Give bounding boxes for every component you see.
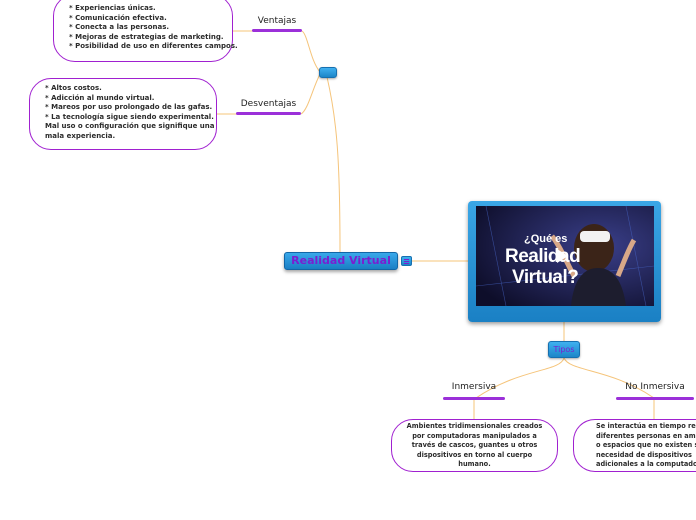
no-inmersiva-text-line: diferentes personas en ambi xyxy=(596,431,696,440)
no-inmersiva-note: Se interactúa en tiempo real diferentes … xyxy=(573,419,696,472)
desventajas-item: * La tecnología sigue siendo experimenta… xyxy=(45,112,214,121)
ventajas-note: * Experiencias únicas. * Comunicación ef… xyxy=(53,0,238,62)
ventajas-item: * Comunicación efectiva. xyxy=(69,13,167,22)
desventajas-label[interactable]: Desventajas xyxy=(240,99,297,109)
ventajas-label[interactable]: Ventajas xyxy=(257,16,297,26)
tipos-node[interactable]: Tipos xyxy=(548,341,580,358)
video-title-line2: Realidad xyxy=(505,246,581,267)
ventajas-underline xyxy=(252,29,302,32)
inmersiva-text-line: humano. xyxy=(458,460,491,468)
no-inmersiva-text-line: o espacios que no existen s xyxy=(596,441,696,449)
no-inmersiva-text-line: necesidad de dispositivos xyxy=(596,450,692,459)
video-title-line3: Virtual? xyxy=(512,267,579,288)
ventajas-item: * Mejoras de estrategias de marketing. xyxy=(69,32,224,41)
desventajas-note: * Altos costos. * Adicción al mundo virt… xyxy=(29,78,217,150)
inmersiva-underline xyxy=(443,397,505,400)
ventajas-item: * Posibilidad de uso en diferentes campo… xyxy=(69,42,238,51)
desventajas-item: * Mareos por uso prolongado de las gafas… xyxy=(45,103,213,112)
desventajas-item: mala experiencia. xyxy=(45,131,116,140)
list-icon[interactable] xyxy=(401,256,412,266)
inmersiva-text-line: Ambientes tridimensionales creados xyxy=(406,422,543,430)
no-inmersiva-text-line: adicionales a la computado xyxy=(596,460,696,468)
inmersiva-label[interactable]: Inmersiva xyxy=(451,382,497,392)
ventajas-item: * Experiencias únicas. xyxy=(69,4,156,12)
no-inmersiva-label[interactable]: No Inmersiva xyxy=(625,382,685,392)
inmersiva-text-line: por computadoras manipulados a xyxy=(412,431,537,440)
video-thumbnail[interactable]: ¿Qué es Realidad Virtual? xyxy=(476,206,654,306)
central-topic[interactable]: Realidad Virtual xyxy=(284,252,398,270)
desventajas-item: * Adicción al mundo virtual. xyxy=(45,93,155,102)
inmersiva-text-line: dispositivos en torno al cuerpo xyxy=(416,450,533,459)
play-icon[interactable] xyxy=(557,249,568,263)
branch-hub-node[interactable] xyxy=(319,67,337,78)
inmersiva-note: Ambientes tridimensionales creados por c… xyxy=(391,419,558,472)
video-title-line1: ¿Qué es xyxy=(524,233,568,245)
desventajas-item: Mal uso o configuración que signifique u… xyxy=(45,122,215,131)
desventajas-item: * Altos costos. xyxy=(45,84,102,92)
no-inmersiva-text-line: Se interactúa en tiempo real xyxy=(596,422,696,430)
desventajas-underline xyxy=(236,112,301,115)
inmersiva-text-line: través de cascos, guantes u otros xyxy=(411,441,538,449)
ventajas-item: * Conecta a las personas. xyxy=(69,23,170,32)
no-inmersiva-underline xyxy=(616,397,694,400)
